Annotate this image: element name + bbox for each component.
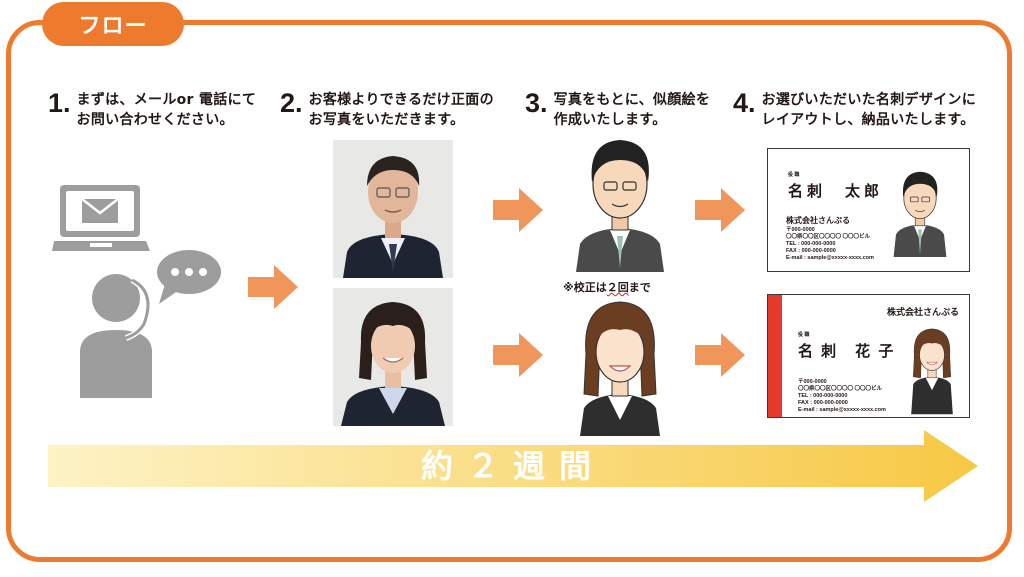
arrow-right-icon xyxy=(493,333,543,377)
timeline-arrow xyxy=(48,430,978,502)
arrow-right-icon xyxy=(248,265,298,309)
revision-note-prefix: ※校正は xyxy=(563,281,607,294)
flow-frame xyxy=(6,20,1012,562)
revision-note: ※校正は２回まで xyxy=(563,279,651,295)
card-name: 名 刺 花 子 xyxy=(798,343,896,360)
business-card-female: 株式会社さんぷる 役 職 名 刺 花 子 〒000-0000 〇〇県〇〇区〇〇〇… xyxy=(767,294,970,418)
card-company: 株式会社さんぷる xyxy=(886,307,959,317)
arrow-right-icon xyxy=(493,188,543,232)
card-address: 〒000-0000 〇〇県〇〇区〇〇〇〇 〇〇〇ビル TEL : 000-000… xyxy=(786,227,874,261)
step-number: 4. xyxy=(733,88,756,118)
step-number: 3. xyxy=(525,88,548,118)
timeline-label: 約２週間 xyxy=(420,447,605,485)
step-text: お客様よりできるだけ正面の お写真をいただきます。 xyxy=(308,92,494,128)
card-address: 〒000-0000 〇〇県〇〇区〇〇〇〇 〇〇〇ビル TEL : 000-000… xyxy=(798,379,886,413)
step-number: 2. xyxy=(280,88,303,118)
step-1: 1. まずは、メールor 電話にて お問い合わせください。 xyxy=(48,88,256,130)
female-caricature xyxy=(580,301,660,436)
female-caricature-small xyxy=(911,328,953,415)
business-card-male: 役 職 名刺 太郎 株式会社さんぷる 〒000-0000 〇〇県〇〇区〇〇〇〇 … xyxy=(767,148,970,272)
card-accent-bar xyxy=(768,295,782,417)
arrow-right-icon xyxy=(695,188,745,232)
speech-bubble-icon xyxy=(157,250,221,304)
step-4: 4. お選びいただいた名刺デザインに レイアウトし、納品いたします。 xyxy=(733,88,976,130)
arrow-right-icon xyxy=(695,333,745,377)
revision-note-count: ２回 xyxy=(606,281,629,294)
step-2: 2. お客様よりできるだけ正面の お写真をいただきます。 xyxy=(280,88,494,130)
laptop-mail-icon xyxy=(52,185,150,251)
male-caricature xyxy=(576,140,664,272)
step-3: 3. 写真をもとに、似顔絵を 作成いたします。 xyxy=(525,88,710,130)
step-text: 写真をもとに、似顔絵を 作成いたします。 xyxy=(553,92,711,128)
card-name: 名刺 太郎 xyxy=(788,183,884,200)
card-role: 役 職 xyxy=(788,172,800,178)
male-caricature-small xyxy=(893,171,947,257)
female-photo xyxy=(333,288,453,426)
flow-tab: フロー xyxy=(42,2,184,46)
male-photo xyxy=(333,140,453,278)
step-number: 1. xyxy=(48,88,71,118)
step-text: まずは、メールor 電話にて お問い合わせください。 xyxy=(76,92,257,128)
revision-note-suffix: まで xyxy=(628,281,651,294)
card-role: 役 職 xyxy=(798,332,810,338)
card-company: 株式会社さんぷる xyxy=(786,216,850,225)
phone-person-icon xyxy=(80,274,152,398)
step-text: お選びいただいた名刺デザインに レイアウトし、納品いたします。 xyxy=(761,92,977,128)
